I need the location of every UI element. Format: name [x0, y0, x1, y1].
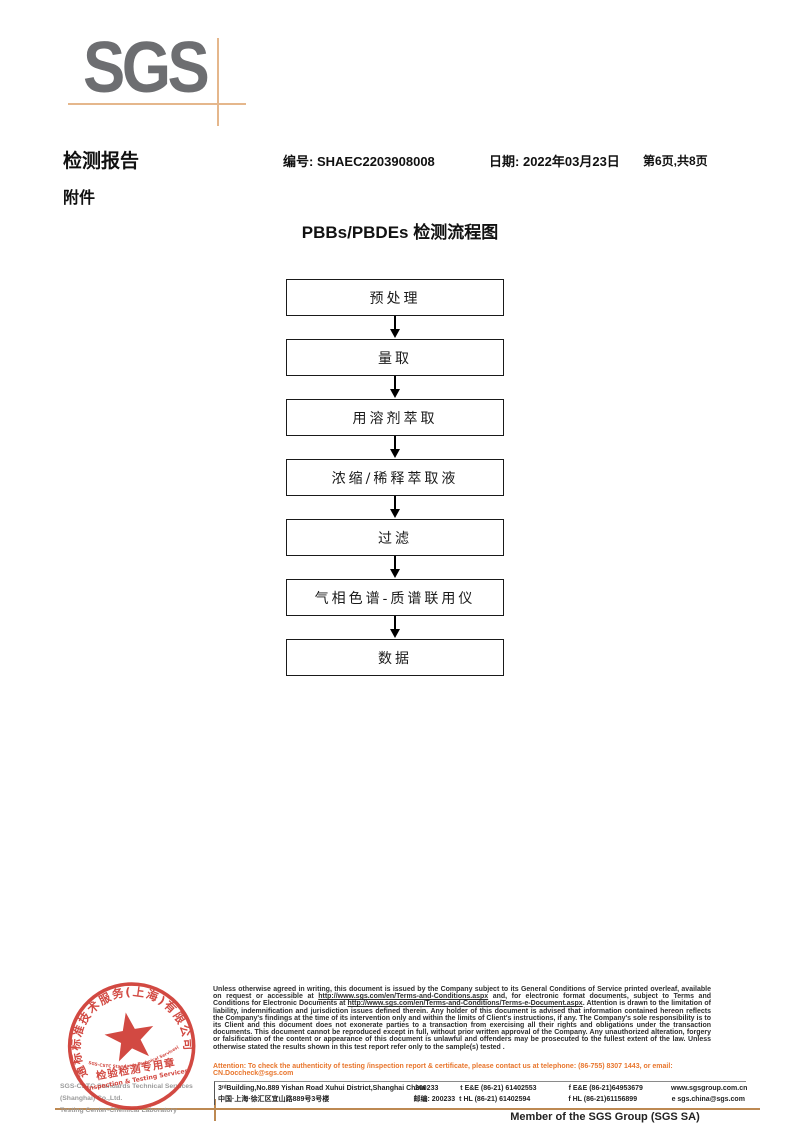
down-arrow-icon — [390, 436, 400, 459]
down-arrow-icon — [390, 376, 400, 399]
disclaimer-part3: . Attention is drawn to the limitation o… — [213, 1000, 711, 1051]
report-date-label: 日期: — [489, 154, 520, 169]
stamp-star-icon — [104, 1012, 154, 1062]
down-arrow-icon — [390, 316, 400, 339]
logo-horizontal-line — [68, 103, 246, 105]
flowchart-title: PBBs/PBDEs 检测流程图 — [301, 223, 499, 242]
address-en: 3ʳᵈBuilding,No.889 Yishan Road Xuhui Dis… — [218, 1085, 426, 1092]
flowchart-step-solvent-extraction: 用溶剂萃取 — [286, 399, 504, 436]
attachment-label: 附件 — [63, 190, 96, 207]
flowchart-step-measure: 量取 — [286, 339, 504, 376]
email-link[interactable]: e sgs.china@sgs.com — [671, 1096, 745, 1103]
lab-company-line2: Testing Center-Chemical Laboratory — [60, 1107, 177, 1114]
flowchart-step-concentrate-dilute: 浓缩/稀释萃取液 — [286, 459, 504, 496]
footer-horizontal-rule — [55, 1108, 760, 1110]
address-block: 3ʳᵈBuilding,No.889 Yishan Road Xuhui Dis… — [214, 1081, 748, 1105]
down-arrow-icon — [390, 496, 400, 519]
postcode-en: 200233 — [415, 1085, 439, 1092]
footer-crosshair-tick — [214, 1099, 216, 1121]
postcode-cn: 邮编: 200233 — [413, 1096, 456, 1103]
report-number: 编号: SHAEC2203908008 — [283, 151, 435, 170]
address-cn: 中国·上海·徐汇区宜山路889号3号楼 — [218, 1096, 330, 1103]
logo-vertical-line — [217, 38, 219, 126]
down-arrow-icon — [390, 616, 400, 639]
sgs-member-text: Member of the SGS Group (SGS SA) — [510, 1111, 700, 1123]
sgs-logo-text: SGS — [83, 28, 210, 108]
report-number-value: SHAEC2203908008 — [316, 154, 435, 169]
disclaimer-part1: Unless otherwise agreed in writing, this… — [213, 986, 711, 1001]
report-number-label: 编号: — [283, 154, 314, 169]
attention-notice: Attention: To check the authenticity of … — [213, 1063, 673, 1078]
legal-disclaimer: Unless otherwise agreed in writing, this… — [213, 986, 711, 1051]
tel-ee: t E&E (86-21) 61402553 — [460, 1085, 537, 1092]
flowchart-step-data: 数据 — [286, 639, 504, 676]
disclaimer-part2: and, for electronic format documents, su… — [213, 993, 712, 1008]
address-row-en: 3ʳᵈBuilding,No.889 Yishan Road Xuhui Dis… — [218, 1083, 748, 1094]
inspection-stamp: 通标标准技术服务(上海)有限公司 检验检测专用章 Inspection & Te… — [51, 967, 198, 1110]
flowchart-step-gcms: 气相色谱-质谱联用仪 — [286, 579, 504, 616]
lab-company-name: SGS-CSTC Standards Technical Services (S… — [60, 1081, 220, 1117]
address-row-cn: 中国·上海·徐汇区宜山路889号3号楼 邮编: 200233 t HL (86-… — [218, 1094, 746, 1105]
lab-company-line1: SGS-CSTC Standards Technical Services (S… — [60, 1083, 193, 1102]
terms-e-document-link[interactable]: http://www.sgs.com/en/Terms-and-Conditio… — [347, 1000, 583, 1008]
page-indicator: 第6页,共8页 — [643, 154, 708, 168]
report-date-value: 2022年03月23日 — [522, 154, 620, 169]
fax-ee: f E&E (86-21)64953679 — [568, 1085, 643, 1092]
website-link[interactable]: www.sgsgroup.com.cn — [671, 1085, 748, 1092]
report-title: 检测报告 — [63, 151, 140, 172]
down-arrow-icon — [390, 556, 400, 579]
flowchart-step-pretreatment: 预处理 — [286, 279, 504, 316]
flowchart: 预处理 量取 用溶剂萃取 浓缩/稀释萃取液 过滤 气相色谱-质谱联用仪 数据 — [286, 279, 504, 676]
report-date: 日期: 2022年03月23日 — [489, 151, 620, 170]
fax-hl: f HL (86-21)61156899 — [568, 1096, 638, 1103]
flowchart-step-filter: 过滤 — [286, 519, 504, 556]
tel-hl: t HL (86-21) 61402594 — [459, 1096, 531, 1103]
sgs-logo: SGS — [63, 28, 263, 128]
terms-link[interactable]: http://www.sgs.com/en/Terms-and-Conditio… — [318, 993, 489, 1001]
stamp-ring — [67, 982, 196, 1110]
